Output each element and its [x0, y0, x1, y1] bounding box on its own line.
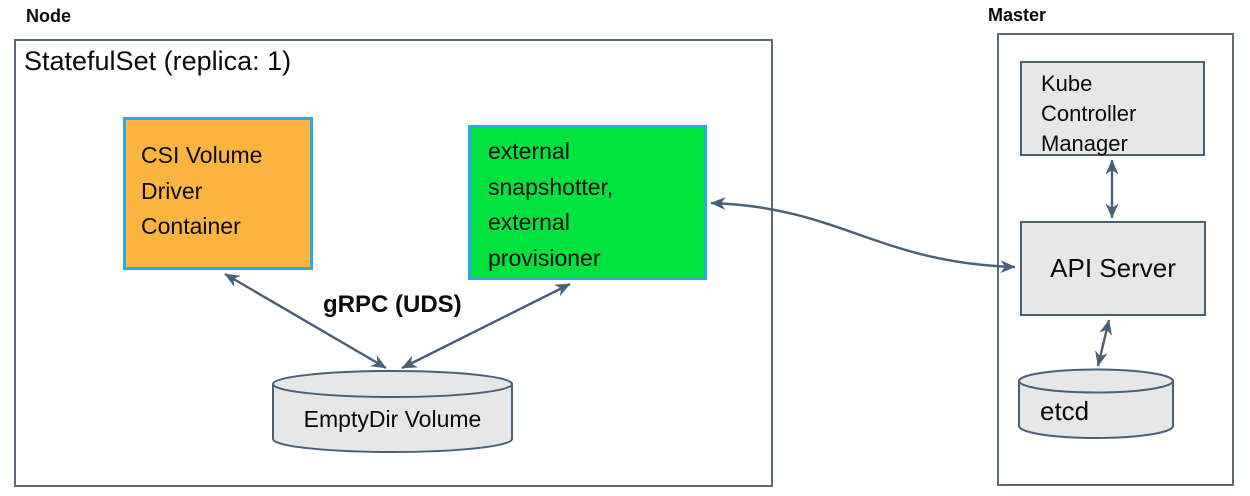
grpc-uds-label: gRPC (UDS)	[323, 291, 462, 318]
emptydir-volume-label: EmptyDir Volume	[303, 406, 482, 432]
master-label: Master	[988, 5, 1047, 25]
statefulset-label: StatefulSet (replica: 1)	[24, 46, 292, 76]
kube-controller-manager-box: Kube Controller Manager	[1020, 61, 1205, 156]
node-label: Node	[26, 6, 71, 26]
sidecar-box: external snapshotter, external provision…	[468, 125, 707, 280]
csi-volume-driver-box: CSI Volume Driver Container	[123, 117, 313, 270]
api-server-box: API Server	[1020, 221, 1206, 316]
etcd-label: etcd	[1040, 396, 1090, 426]
